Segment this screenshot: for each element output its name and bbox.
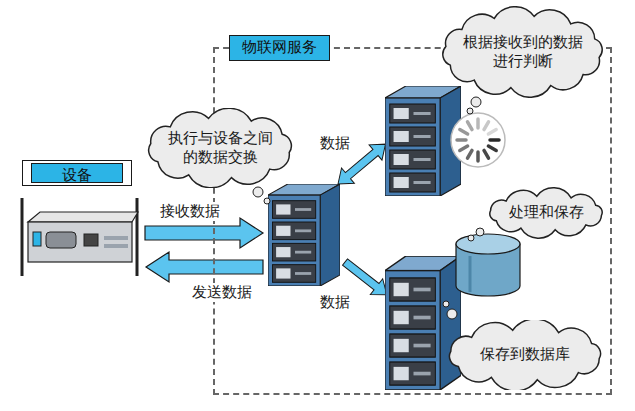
database-cylinder — [456, 234, 520, 296]
bubble-text: 处理和保存 — [500, 203, 592, 223]
thought-cloud: 处理和保存 — [480, 186, 612, 240]
spinner-tick — [484, 150, 489, 158]
bubble-tail — [468, 235, 474, 241]
antenna — [136, 198, 139, 276]
gateway-server — [268, 184, 340, 286]
bubble-text: 根据接收到的数据进行判断 — [462, 33, 584, 72]
service-region: 物联网服务执行与设备之间的数据交换根据接收到的数据进行判断处理和保存保存到数据库 — [213, 47, 612, 395]
usb-port — [84, 234, 98, 246]
serial-port — [46, 232, 76, 248]
spinner-tick — [460, 130, 468, 135]
send-arrow — [146, 252, 263, 282]
spinner-tick — [476, 119, 480, 128]
arrow-label: 数据 — [318, 134, 352, 153]
bubble-tail — [471, 97, 481, 107]
thought-cloud: 执行与设备之间的数据交换 — [140, 108, 300, 188]
judge-server — [385, 86, 461, 196]
spinner-tick — [468, 150, 473, 158]
bubble-tail — [447, 309, 457, 319]
cloud-shape — [490, 188, 602, 238]
cloud-shape — [443, 7, 602, 98]
bubble-tail — [467, 108, 473, 114]
device-top — [28, 212, 138, 222]
bubble-tail — [443, 301, 449, 307]
device-label: 设备 — [22, 160, 132, 186]
spinner-tick — [460, 146, 468, 151]
label-text: 设备 — [31, 163, 123, 183]
arrow-label: 发送数据 — [190, 283, 254, 302]
storage-server — [385, 256, 461, 390]
spinner-tick — [484, 122, 489, 130]
receive-arrow — [145, 218, 263, 248]
thought-cloud: 保存到数据库 — [440, 320, 610, 390]
db-top — [456, 234, 520, 254]
device-body — [28, 222, 132, 262]
thought-cloud: 根据接收到的数据进行判断 — [435, 6, 610, 98]
db-shine — [469, 256, 472, 292]
bubble-text: 保存到数据库 — [466, 345, 585, 365]
bubble-tail — [264, 198, 270, 204]
spinner-ticks — [457, 119, 499, 161]
arrow-label: 接收数据 — [158, 202, 222, 221]
bubble-text: 执行与设备之间的数据交换 — [164, 129, 276, 168]
spinner-tick — [457, 138, 466, 142]
vent — [104, 244, 128, 248]
label-text: 物联网服务 — [229, 35, 330, 61]
cloud-shape — [449, 320, 600, 390]
arrow-label: 数据 — [318, 293, 352, 312]
antenna — [21, 198, 24, 276]
spinner-tick — [476, 152, 480, 161]
device-led — [33, 232, 41, 246]
spinner-tick — [468, 122, 473, 130]
device-illustration — [22, 198, 138, 276]
spinner-tick — [488, 130, 496, 135]
vent — [104, 236, 128, 240]
processing-spinner — [451, 113, 505, 167]
bubble-tail — [253, 187, 263, 197]
cloud-shape — [149, 108, 292, 187]
spinner-tick — [488, 146, 496, 151]
bubble-tail — [476, 228, 484, 236]
spinner-tick — [490, 138, 499, 142]
